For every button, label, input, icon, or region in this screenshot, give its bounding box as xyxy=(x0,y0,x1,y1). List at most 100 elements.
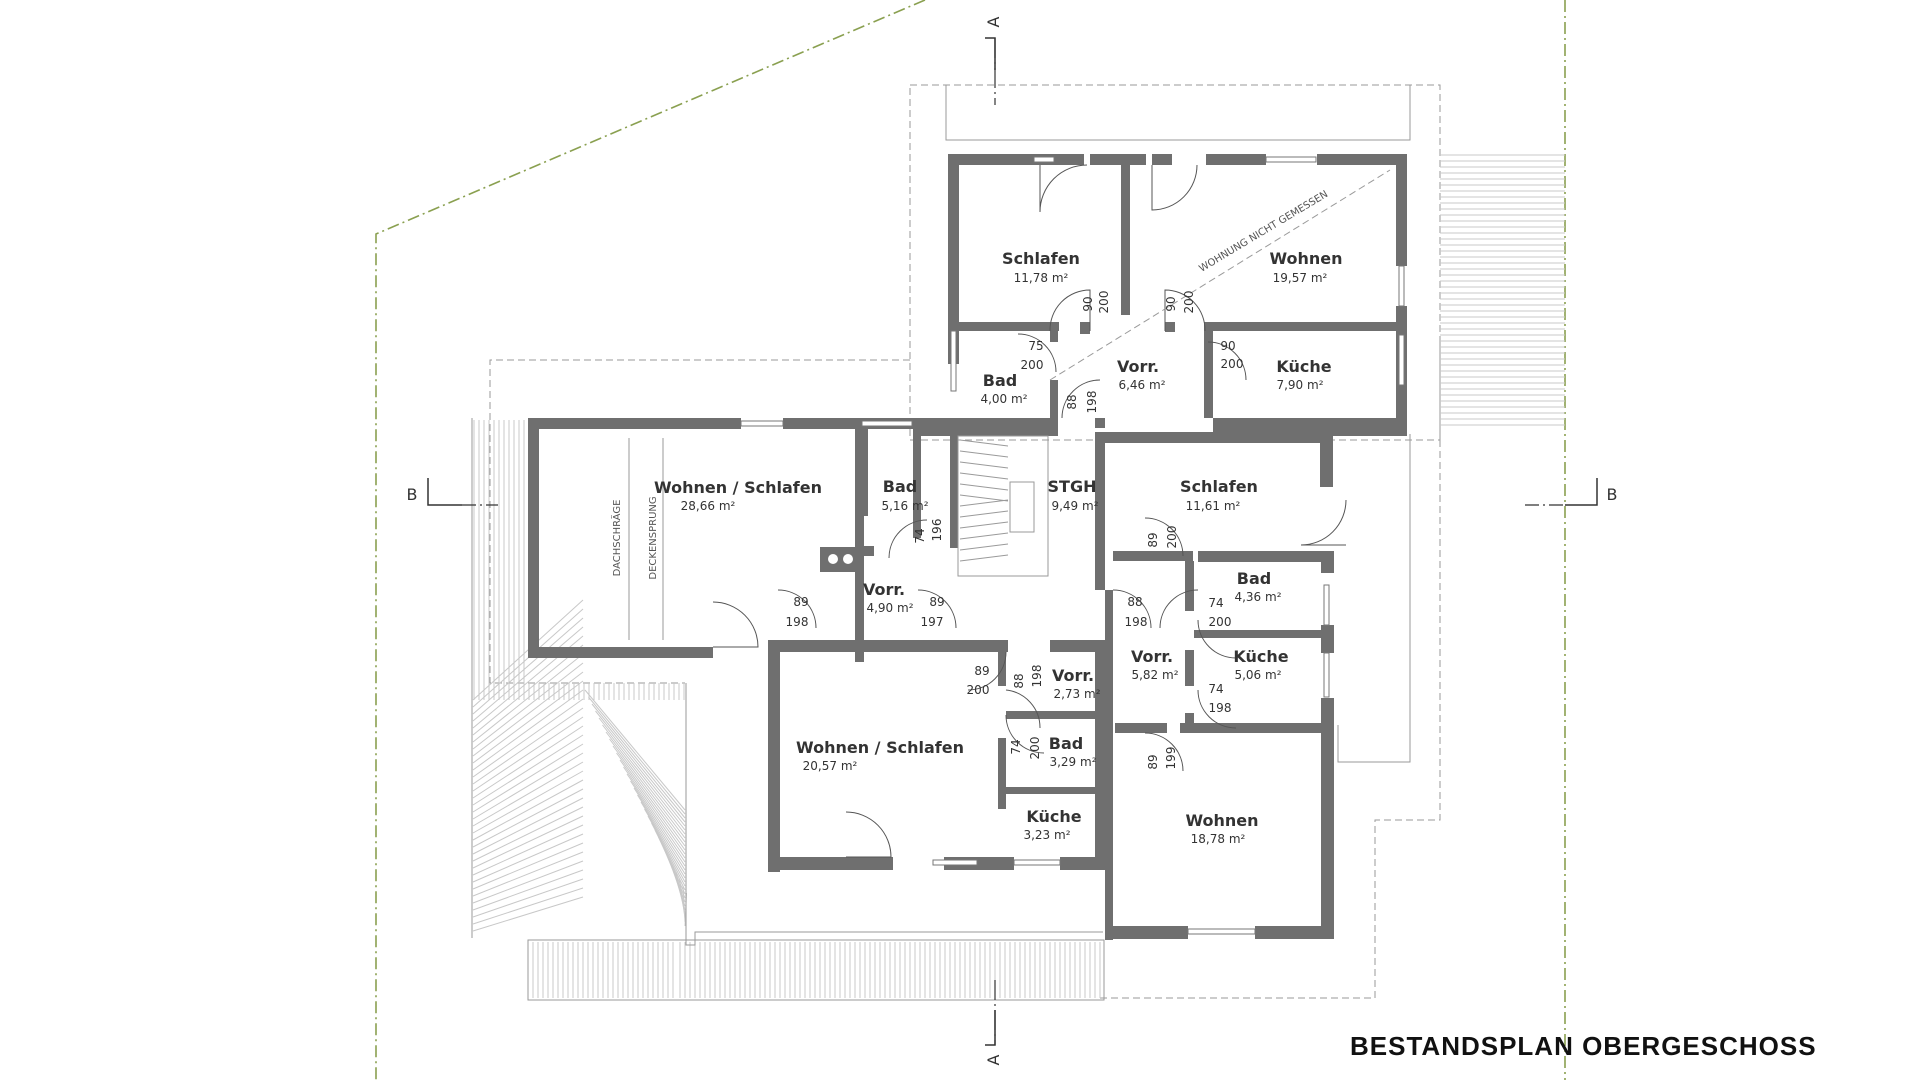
door-dim: 74 xyxy=(1009,739,1023,754)
hatch-line xyxy=(472,833,584,883)
room-name: STGH xyxy=(1048,477,1097,496)
hatch-line xyxy=(472,824,584,876)
walls xyxy=(528,154,1407,940)
door-dim: 198 xyxy=(1209,701,1232,715)
hatch-line xyxy=(612,745,686,843)
hatch-line xyxy=(472,698,584,778)
room-area: 5,06 m² xyxy=(1234,668,1281,682)
door-dim: 196 xyxy=(930,519,944,542)
room-name: Wohnen / Schlafen xyxy=(654,478,822,497)
room-area: 20,57 m² xyxy=(803,759,858,773)
section-b-right-label: B xyxy=(1607,485,1618,504)
door-dim: 198 xyxy=(1030,665,1044,688)
hatch-line xyxy=(472,797,584,855)
door-dim: 90 xyxy=(1164,296,1178,311)
door-dim: 200 xyxy=(1028,737,1042,760)
hatch-line xyxy=(472,680,584,764)
hatch-line xyxy=(595,710,686,823)
door-dim: 197 xyxy=(921,615,944,629)
room-name: Wohnen xyxy=(1185,811,1258,830)
stair-step xyxy=(959,450,1009,458)
room-name: Bad xyxy=(883,477,917,496)
room-name: Vorr. xyxy=(1131,647,1173,666)
stair-step xyxy=(959,494,1009,502)
door-dim: 89 xyxy=(1146,754,1160,769)
hatch-line xyxy=(472,896,584,932)
stair-step xyxy=(959,554,1009,562)
stair-step xyxy=(959,483,1009,491)
stair-step xyxy=(959,472,1009,480)
section-a-top-label: A xyxy=(984,16,1003,27)
hatch-line xyxy=(472,770,584,834)
hatch-line xyxy=(472,707,584,785)
stair-step xyxy=(959,521,1009,529)
room-area: 9,49 m² xyxy=(1051,499,1098,513)
door-dim: 198 xyxy=(1125,615,1148,629)
door-dim: 74 xyxy=(913,528,927,543)
property-boundary-left xyxy=(375,0,926,1080)
door-dim: 89 xyxy=(793,595,808,609)
ceiling-step-label: DECKENSPRUNG xyxy=(648,496,659,579)
door-swings xyxy=(712,164,1347,858)
door-dim: 200 xyxy=(1021,358,1044,372)
room-name: Vorr. xyxy=(1117,357,1159,376)
room-area: 28,66 m² xyxy=(681,499,736,513)
hatch-line xyxy=(472,716,584,792)
hatch-line xyxy=(609,738,686,839)
room-area: 19,57 m² xyxy=(1273,271,1328,285)
room-name: Schlafen xyxy=(1180,477,1258,496)
room-area: 6,46 m² xyxy=(1118,378,1165,392)
drawing-title: BESTANDSPLAN OBERGESCHOSS xyxy=(1350,1031,1817,1061)
hatch-line xyxy=(472,626,584,722)
stair-step xyxy=(959,510,1009,518)
hatch-line xyxy=(472,752,584,820)
room-name: Schlafen xyxy=(1002,249,1080,268)
door-dim: 89 xyxy=(974,664,989,678)
hatch-line xyxy=(640,801,686,875)
hatch-line xyxy=(602,724,686,831)
door-dim: 198 xyxy=(786,615,809,629)
stair-step xyxy=(959,499,1009,507)
room-area: 5,82 m² xyxy=(1131,668,1178,682)
section-a-bottom-label: A xyxy=(984,1054,1003,1065)
door-dim: 90 xyxy=(1081,296,1095,311)
hatch-line xyxy=(472,806,584,862)
hatch-line xyxy=(644,808,686,879)
hatch-line xyxy=(633,787,686,867)
hatch-line xyxy=(472,653,584,743)
hatch-line xyxy=(472,815,584,869)
stair-step xyxy=(959,461,1009,469)
door-dim: 200 xyxy=(1182,291,1196,314)
room-name: Wohnen / Schlafen xyxy=(796,738,964,757)
section-line-a-top: A xyxy=(984,16,1003,105)
room-area: 4,36 m² xyxy=(1234,590,1281,604)
hatch-line xyxy=(472,644,584,736)
hatch-line xyxy=(472,788,584,848)
door-dim: 198 xyxy=(1085,391,1099,414)
stair-step xyxy=(959,532,1009,540)
hatch-line xyxy=(472,662,584,750)
hatch-line xyxy=(472,851,584,897)
stair-step xyxy=(959,439,1009,447)
room-name: Vorr. xyxy=(863,580,905,599)
room-name: Vorr. xyxy=(1052,666,1094,685)
room-area: 7,90 m² xyxy=(1276,378,1323,392)
hatch-line xyxy=(472,743,584,813)
door-dim: 74 xyxy=(1208,682,1223,696)
room-labels: Schlafen 11,78 m² Wohnen 19,57 m² Bad 4,… xyxy=(654,249,1343,846)
stair-step xyxy=(959,543,1009,551)
door-dim: 200 xyxy=(1221,357,1244,371)
not-measured-line xyxy=(1049,169,1391,381)
door-dim: 89 xyxy=(1146,532,1160,547)
door-dim: 200 xyxy=(967,683,990,697)
room-name: Küche xyxy=(1276,357,1331,376)
room-name: Wohnen xyxy=(1269,249,1342,268)
section-line-a-bottom: A xyxy=(984,980,1003,1065)
windows xyxy=(740,156,1405,935)
hatch-line xyxy=(588,696,686,815)
door-dim: 89 xyxy=(929,595,944,609)
roof-slope-label: DACHSCHRÄGE xyxy=(610,500,623,577)
hatch-line xyxy=(472,860,584,904)
room-area: 5,16 m² xyxy=(881,499,928,513)
